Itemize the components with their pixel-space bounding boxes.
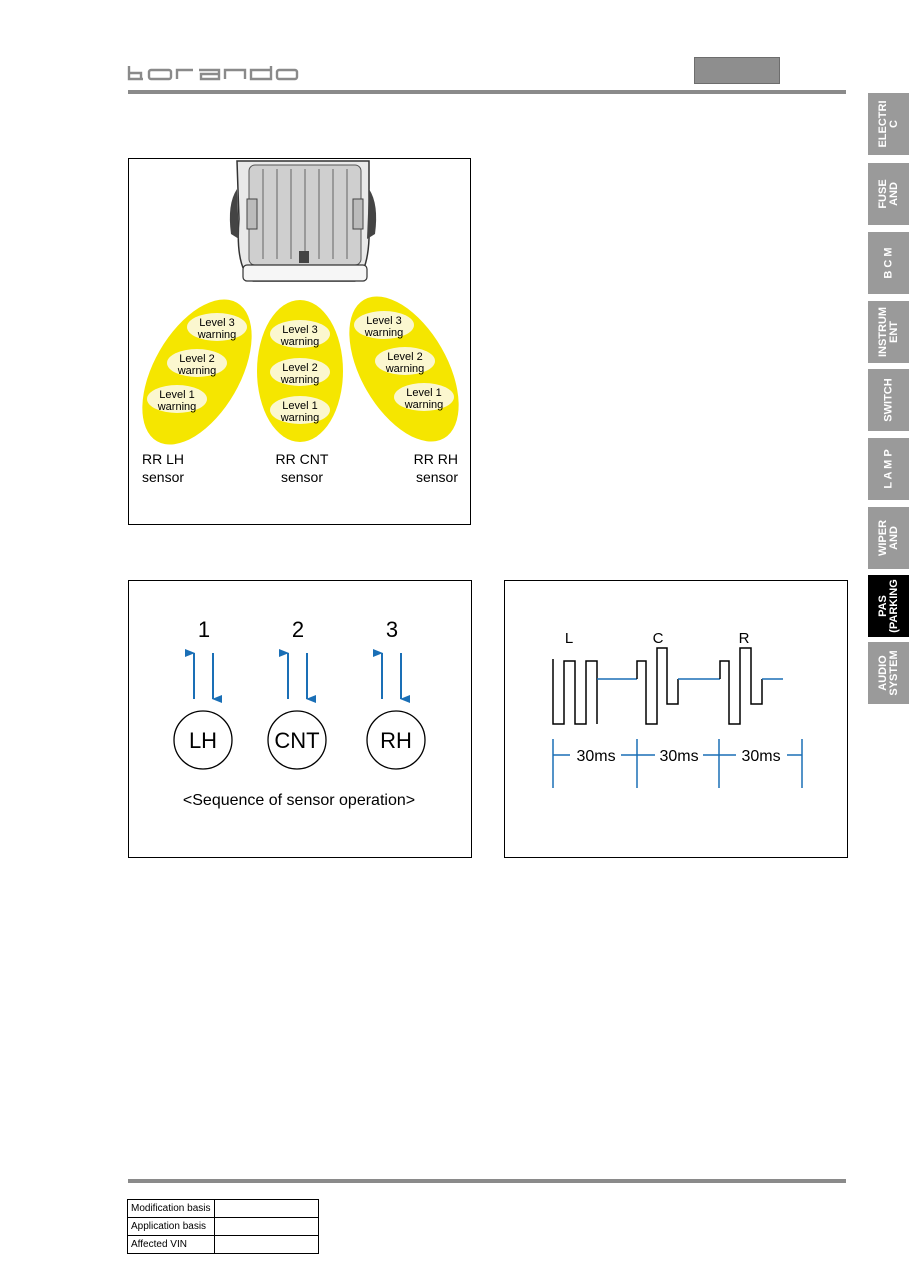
- tab-label: B C M: [882, 247, 894, 279]
- bubble-level3: Level 3 warning: [270, 320, 330, 348]
- tab-label: WIPER AND: [876, 519, 900, 557]
- section-indicator-box: [694, 57, 780, 84]
- sensor-zone-figure: Level 3 warning Level 2 warning Level 1 …: [128, 158, 471, 525]
- step-number: 2: [292, 617, 304, 642]
- table-cell-label: Application basis: [127, 1217, 215, 1236]
- bubble-text: Level 1: [159, 389, 194, 401]
- pulse-burst-r: [719, 647, 763, 725]
- header-rule: [128, 90, 846, 94]
- bubble-level2: Level 2 warning: [270, 358, 330, 386]
- footer-rule: [128, 1179, 846, 1183]
- pulse-burst-l: [552, 659, 598, 725]
- interval-label: 30ms: [576, 748, 615, 765]
- tab-lamp[interactable]: L A M P: [868, 438, 909, 500]
- sensor-label-rr-rh: sensor: [416, 469, 458, 485]
- interval-label: 30ms: [741, 748, 780, 765]
- sequence-step-1: 1 LH: [173, 617, 233, 770]
- modification-table: Modification basis Application basis Aff…: [127, 1199, 319, 1254]
- tab-label: L A M P: [882, 449, 894, 489]
- table-cell-value: [214, 1217, 319, 1236]
- bubble-text: Level 2: [179, 353, 214, 365]
- sensor-label-rr-lh: RR LH: [142, 451, 184, 467]
- sequence-step-2: 2 CNT: [267, 617, 327, 770]
- bubble-text: Level 3: [282, 324, 317, 336]
- sequence-step-3: 3 RH: [366, 617, 426, 770]
- zone-rr-cnt: Level 3 warning Level 2 warning Level 1 …: [257, 300, 343, 442]
- bubble-text: warning: [385, 363, 425, 375]
- bubble-level3: Level 3 warning: [187, 313, 247, 341]
- step-number: 1: [198, 617, 210, 642]
- step-number: 3: [386, 617, 398, 642]
- tab-label: SWITCH: [882, 378, 894, 422]
- bubble-level2: Level 2 warning: [375, 347, 435, 375]
- table-row: Application basis: [127, 1217, 319, 1236]
- bubble-text: warning: [177, 365, 217, 377]
- sensor-label-rr-cnt: RR CNT: [276, 451, 329, 467]
- sensor-timing-figure: L C R 30ms 30ms 30ms: [504, 580, 848, 858]
- sequence-caption: <Sequence of sensor operation>: [183, 792, 415, 809]
- table-row: Modification basis: [127, 1199, 319, 1218]
- bubble-text: Level 3: [199, 317, 234, 329]
- table-cell-label: Modification basis: [127, 1199, 215, 1218]
- interval-label: 30ms: [659, 748, 698, 765]
- table-cell-label: Affected VIN: [127, 1235, 215, 1254]
- tab-instrument[interactable]: INSTRUM ENT: [868, 301, 909, 363]
- bubble-level1: Level 1 warning: [147, 385, 207, 413]
- channel-label-r: R: [739, 630, 750, 647]
- tab-pas-parking[interactable]: PAS (PARKING: [868, 575, 909, 637]
- tab-label: PAS (PARKING: [876, 579, 900, 633]
- sensor-circle-label: CNT: [274, 728, 319, 753]
- bubble-text: warning: [404, 399, 444, 411]
- bubble-text: warning: [364, 327, 404, 339]
- bubble-text: Level 2: [282, 362, 317, 374]
- sensor-label-rr-rh: RR RH: [414, 451, 458, 467]
- tab-fuse[interactable]: FUSE AND: [868, 163, 909, 225]
- korando-logo: [127, 64, 299, 87]
- tab-wiper[interactable]: WIPER AND: [868, 507, 909, 569]
- sensor-circle-label: RH: [380, 728, 412, 753]
- tab-audio-system[interactable]: AUDIO SYSTEM: [868, 642, 909, 704]
- sensor-sequence-figure: 1 LH 2 CNT 3 RH <Sequence of sensor oper…: [128, 580, 472, 858]
- pulse-burst-c: [636, 647, 679, 725]
- table-row: Affected VIN: [127, 1235, 319, 1254]
- vehicle-rear-image: [229, 160, 377, 282]
- bubble-text: Level 1: [406, 387, 441, 399]
- channel-label-c: C: [653, 630, 664, 647]
- interval-ruler: [552, 739, 803, 788]
- tab-label: FUSE AND: [876, 179, 900, 209]
- table-cell-value: [214, 1235, 319, 1254]
- channel-label-l: L: [565, 630, 573, 647]
- bubble-level1: Level 1 warning: [394, 383, 454, 411]
- tab-bcm[interactable]: B C M: [868, 232, 909, 294]
- bubble-text: Level 3: [366, 315, 401, 327]
- bubble-text: warning: [280, 374, 320, 386]
- tab-electric[interactable]: ELECTRI C: [868, 93, 909, 155]
- tab-label: AUDIO SYSTEM: [876, 650, 900, 696]
- sensor-label-rr-cnt: sensor: [281, 469, 323, 485]
- sensor-label-rr-lh: sensor: [142, 469, 184, 485]
- tab-label: ELECTRI C: [876, 100, 900, 148]
- bubble-text: Level 1: [282, 400, 317, 412]
- bubble-text: warning: [280, 412, 320, 424]
- tab-label: INSTRUM ENT: [876, 306, 900, 358]
- bubble-level2: Level 2 warning: [167, 349, 227, 377]
- sensor-circle-label: LH: [189, 728, 217, 753]
- bubble-level3: Level 3 warning: [354, 311, 414, 339]
- bubble-text: warning: [157, 401, 197, 413]
- bubble-text: warning: [197, 329, 237, 341]
- bubble-text: warning: [280, 336, 320, 348]
- tab-switch[interactable]: SWITCH: [868, 369, 909, 431]
- zone-rr-lh: Level 3 warning Level 2 warning Level 1 …: [142, 299, 252, 445]
- zone-rr-rh: Level 3 warning Level 2 warning Level 1 …: [349, 296, 459, 442]
- table-cell-value: [214, 1199, 319, 1218]
- bubble-text: Level 2: [387, 351, 422, 363]
- bubble-level1: Level 1 warning: [270, 396, 330, 424]
